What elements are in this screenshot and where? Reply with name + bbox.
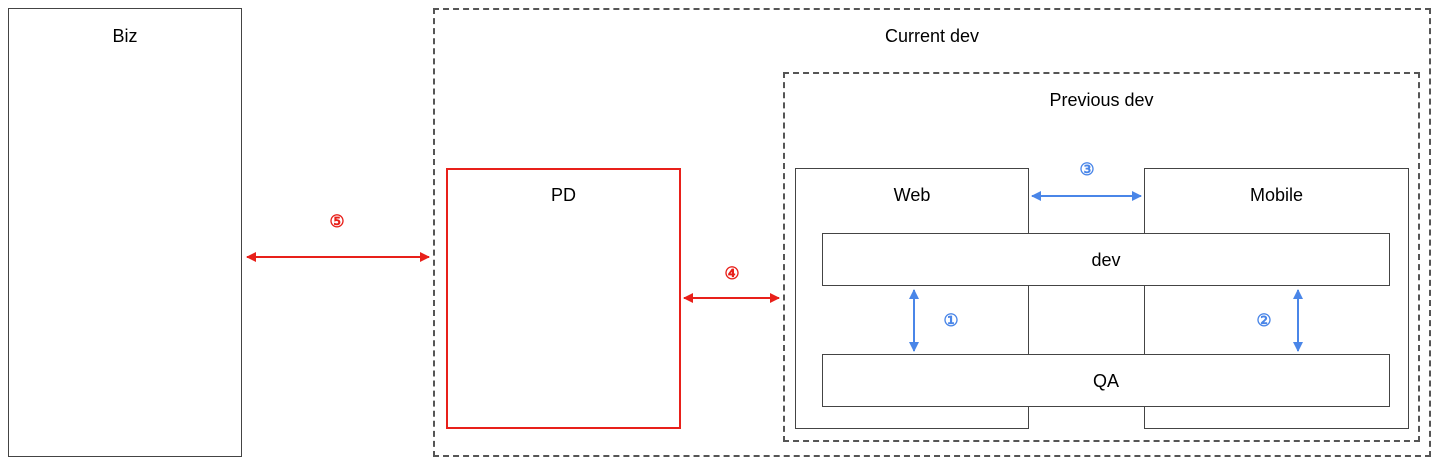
- previous-dev-group: [783, 72, 1420, 442]
- web-box: [795, 168, 1029, 429]
- pd-box: [446, 168, 681, 429]
- qa-bar: [822, 354, 1390, 407]
- mobile-label: Mobile: [1249, 185, 1304, 205]
- marker-5: ⑤: [329, 212, 345, 231]
- dev-label: dev: [1091, 250, 1121, 270]
- pd-label: PD: [550, 185, 576, 205]
- current-dev-group: [433, 8, 1431, 457]
- marker-4: ④: [724, 264, 740, 283]
- mobile-box: [1144, 168, 1409, 429]
- previous-dev-label: Previous dev: [1049, 90, 1154, 110]
- marker-1: ①: [943, 311, 959, 330]
- web-label: Web: [893, 185, 931, 205]
- marker-2: ②: [1256, 311, 1272, 330]
- biz-box: [8, 8, 242, 457]
- qa-label: QA: [1092, 371, 1119, 391]
- dev-bar: [822, 233, 1390, 286]
- current-dev-label: Current dev: [884, 26, 980, 46]
- marker-3: ③: [1079, 160, 1095, 179]
- biz-label: Biz: [112, 26, 138, 46]
